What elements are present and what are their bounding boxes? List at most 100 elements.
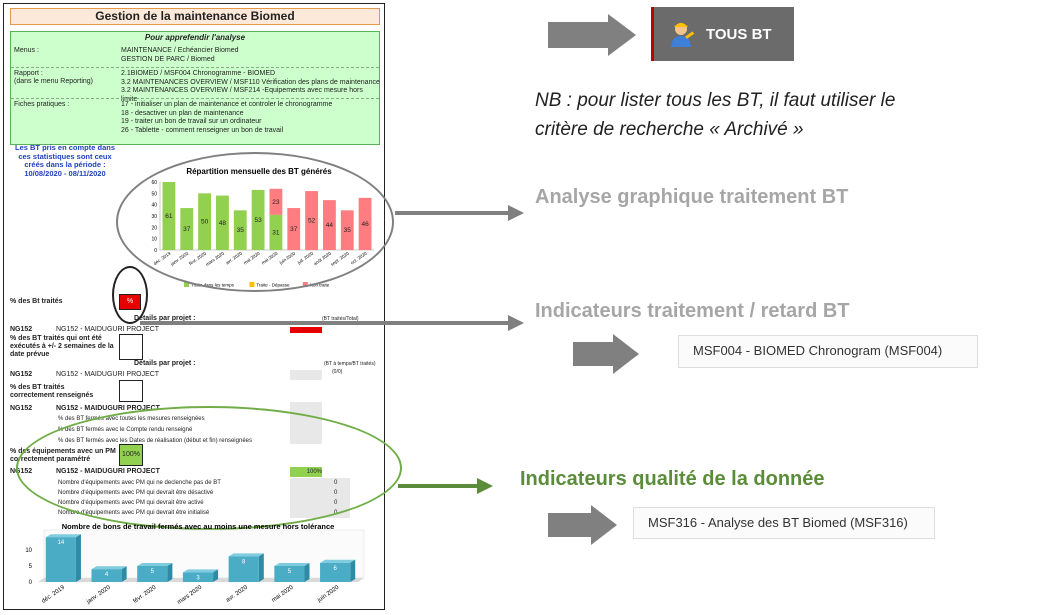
arrow-head [591, 505, 617, 545]
nb-note: NB : pour lister tous les BT, il faut ut… [535, 86, 895, 144]
msf316-report-link[interactable]: MSF316 - Analyse des BT Biomed (MSF316) [633, 507, 935, 539]
legend-swatch [184, 282, 189, 287]
bt-note-2: (BT à temps/BT traités) [324, 361, 376, 367]
fiche-line: 18 - desactiver un plan de maintenance [121, 109, 244, 117]
data-label: 8 [242, 559, 246, 565]
bar [274, 566, 305, 582]
bar-side [167, 563, 173, 582]
rapport-line: 3.2 MAINTENANCES OVERVIEW / MSF214 -Equi… [121, 87, 363, 103]
project-name: NG152 - MAIDUGURI PROJECT [56, 326, 160, 333]
arrow-head [608, 14, 636, 56]
rapport-sublabel: (dans le menu Reporting) [14, 78, 93, 85]
indicateurs-traitement-label: Indicateurs traitement / retard BT [535, 300, 850, 322]
bar [228, 556, 259, 582]
separator [11, 98, 379, 99]
bar-side [121, 566, 127, 582]
bar-top [274, 563, 310, 566]
bar-side [75, 534, 81, 582]
stat-note-text: Les BT pris en compte dans ces statistiq… [14, 143, 116, 169]
arrow-shaft [573, 342, 615, 366]
bar-top [182, 569, 219, 573]
bar-side [258, 553, 264, 582]
highlight-ellipse-pct [112, 266, 148, 324]
separator [11, 67, 379, 68]
details-par-projet-2: Détails par projet : [134, 360, 196, 367]
indicateurs-qualite-label: Indicateurs qualité de la donnée [520, 468, 825, 490]
connector-line [395, 211, 509, 215]
data-label: 4 [105, 572, 109, 578]
data-label: 3 [196, 575, 200, 581]
fiche-line: 17 - initialiser un plan de maintenance … [121, 101, 333, 108]
bar-side [213, 569, 219, 582]
arrow-shaft [548, 513, 593, 537]
connector-head [508, 205, 524, 221]
arrow-head [613, 334, 639, 374]
bt-note-2b: (0/0) [332, 369, 343, 375]
bar-top [228, 553, 264, 557]
guide-panel: Pour apprefendir l'analyse Menus : MAINT… [10, 31, 380, 145]
bar-top [91, 566, 127, 570]
menus-values: MAINTENANCE / Echéancier Biomed GESTION … [121, 47, 377, 64]
msf004-report-link[interactable]: MSF004 - BIOMED Chronogram (MSF004) [678, 335, 978, 368]
x-tick-label: mai 2020 [271, 584, 295, 603]
y-tick-label: 0 [29, 580, 33, 586]
bar-side [304, 563, 310, 582]
y-tick-label: 10 [25, 548, 32, 554]
pct-renseignes-label: % des BT traités correctement renseignés [10, 384, 94, 399]
highlight-ellipse-quality [16, 406, 402, 530]
analyse-graphique-label: Analyse graphique traitement BT [535, 186, 849, 208]
project-code: NG152 [10, 326, 33, 333]
connector-head [508, 315, 524, 331]
project-name-bold: NG152 - MAIDUGURI PROJECT [56, 405, 160, 412]
data-label: 6 [333, 566, 337, 572]
bar [91, 569, 122, 582]
rapport-values: 2.1BIOMED / MSF004 Chronogramme - BIOMED… [121, 70, 380, 103]
highlight-ellipse-chart [116, 152, 394, 292]
stat-note: Les BT pris en compte dans ces statistiq… [10, 143, 120, 178]
connector-line [140, 321, 510, 325]
bar-top [45, 534, 81, 538]
fiche-line: 26 - Tablette - comment renseigner un bo… [121, 126, 284, 134]
data-label: 14 [58, 540, 65, 546]
guide-title: Pour apprefendir l'analyse [144, 33, 246, 42]
data-label: 5 [151, 569, 155, 575]
tous-bt-button[interactable]: TOUS BT [651, 7, 794, 61]
connector-head-green [477, 478, 493, 494]
report-document: Gestion de la maintenance Biomed Pour ap… [3, 3, 402, 610]
stat-period: 10/08/2020 - 08/11/2020 [24, 168, 106, 178]
pct-temps-value [119, 334, 143, 360]
rapport-line: 3.2 MAINTENANCES OVERVIEW / MSF110 Vérif… [121, 78, 380, 86]
chart-title: Nombre de bons de travail fermés avec au… [62, 522, 335, 531]
project-code: NG152 [10, 371, 33, 378]
hors-tolerance-chart: Nombre de bons de travail fermés avec au… [25, 522, 365, 606]
x-tick-label: janv. 2020 [85, 584, 112, 605]
bar-side [350, 559, 356, 582]
connector-line-green [398, 484, 478, 488]
report-title: Gestion de la maintenance Biomed [10, 8, 380, 25]
x-tick-label: juin 2020 [316, 584, 341, 604]
x-tick-label: avr. 2020 [225, 584, 249, 603]
project-pct-bar [290, 327, 322, 333]
y-tick-label: 5 [29, 564, 33, 570]
bar [45, 537, 76, 582]
nb-note-line: critère de recherche « Archivé » [535, 119, 804, 140]
x-tick-label: mars 2020 [176, 584, 203, 606]
project-name: NG152 - MAIDUGURI PROJECT [56, 371, 160, 378]
project-code: NG152 [10, 405, 33, 412]
pct-renseignes-value [119, 380, 143, 402]
bar-top [137, 563, 173, 566]
worker-icon [671, 23, 695, 47]
menus-line: MAINTENANCE / Echéancier Biomed [121, 47, 239, 54]
x-tick-label: févr. 2020 [132, 584, 158, 604]
menus-line: GESTION DE PARC / Biomed [121, 55, 215, 63]
tous-bt-label: TOUS BT [706, 25, 772, 43]
bt-note-1: (BT traités/Total) [322, 316, 359, 322]
rapport-line: 2.1BIOMED / MSF004 Chronogramme - BIOMED [121, 70, 276, 77]
menus-label: Menus : [14, 47, 39, 54]
x-tick-label: déc. 2019 [41, 584, 67, 604]
fiches-values: 17 - initialiser un plan de maintenance … [121, 101, 377, 135]
legend-label: Non traite [310, 283, 330, 288]
rapport-label: Rapport : [14, 70, 43, 77]
bar [137, 566, 168, 582]
project-pct-cell [290, 370, 322, 380]
